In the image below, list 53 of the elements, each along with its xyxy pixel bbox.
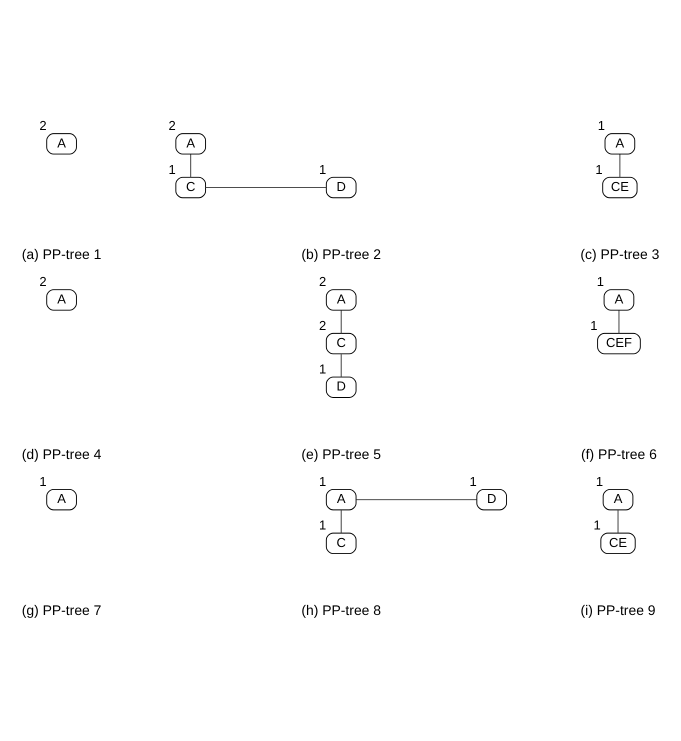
connector bbox=[340, 509, 342, 533]
node-label: 1 bbox=[590, 317, 598, 332]
node-label: 1 bbox=[598, 118, 605, 133]
node-label: 1 bbox=[319, 473, 326, 488]
node-label: 2 bbox=[39, 274, 47, 289]
node-box: D bbox=[476, 488, 508, 510]
connector bbox=[618, 310, 620, 334]
node-box: A bbox=[604, 288, 634, 310]
node-box: C bbox=[326, 532, 357, 554]
node-label: 1 bbox=[319, 517, 326, 532]
connector bbox=[190, 154, 192, 178]
node-box: C bbox=[326, 332, 357, 354]
connector bbox=[619, 154, 620, 178]
node-box: D bbox=[326, 376, 357, 398]
node-box: A bbox=[46, 288, 77, 310]
node-box: D bbox=[326, 176, 357, 198]
label: (d) PP-tree 4 bbox=[22, 445, 102, 462]
node-label: 1 bbox=[168, 161, 176, 176]
node-box: A bbox=[602, 488, 634, 510]
connector bbox=[340, 310, 342, 334]
label: (e) PP-tree 5 bbox=[301, 445, 382, 462]
label: (a) PP-tree 1 bbox=[22, 246, 102, 262]
label: (h) PP-tree 8 bbox=[301, 601, 382, 618]
node-label: 1 bbox=[469, 473, 477, 488]
label: (i) PP-tree 9 bbox=[580, 601, 656, 618]
node-label: 1 bbox=[594, 517, 601, 532]
node-box: CE bbox=[602, 176, 638, 198]
label: (b) PP-tree 2 bbox=[301, 246, 382, 262]
node-label: 1 bbox=[596, 473, 604, 488]
connector bbox=[356, 498, 478, 500]
node-label: 2 bbox=[319, 317, 326, 332]
node-label: 1 bbox=[596, 274, 604, 289]
node-label: 2 bbox=[39, 118, 47, 133]
label: (g) PP-tree 7 bbox=[22, 601, 102, 618]
connector bbox=[205, 186, 327, 188]
connector bbox=[340, 353, 342, 377]
node-label: 1 bbox=[319, 161, 326, 176]
node-label: 1 bbox=[595, 161, 603, 176]
node-box: A bbox=[46, 488, 77, 510]
node-box: C bbox=[175, 176, 206, 198]
node-box: A bbox=[326, 488, 357, 510]
node-box: A bbox=[326, 288, 357, 310]
node-label: 1 bbox=[319, 361, 326, 376]
label: (c) PP-tree 3 bbox=[580, 246, 660, 262]
node-box: CE bbox=[600, 532, 636, 554]
node-box: A bbox=[46, 132, 77, 154]
label: (f) PP-tree 6 bbox=[581, 445, 657, 462]
node-box: A bbox=[604, 132, 636, 154]
node-label: 1 bbox=[39, 473, 47, 488]
node-box: A bbox=[175, 132, 206, 154]
node-label: 2 bbox=[168, 118, 176, 133]
node-label: 2 bbox=[319, 274, 326, 289]
node-box: CEF bbox=[597, 332, 641, 354]
